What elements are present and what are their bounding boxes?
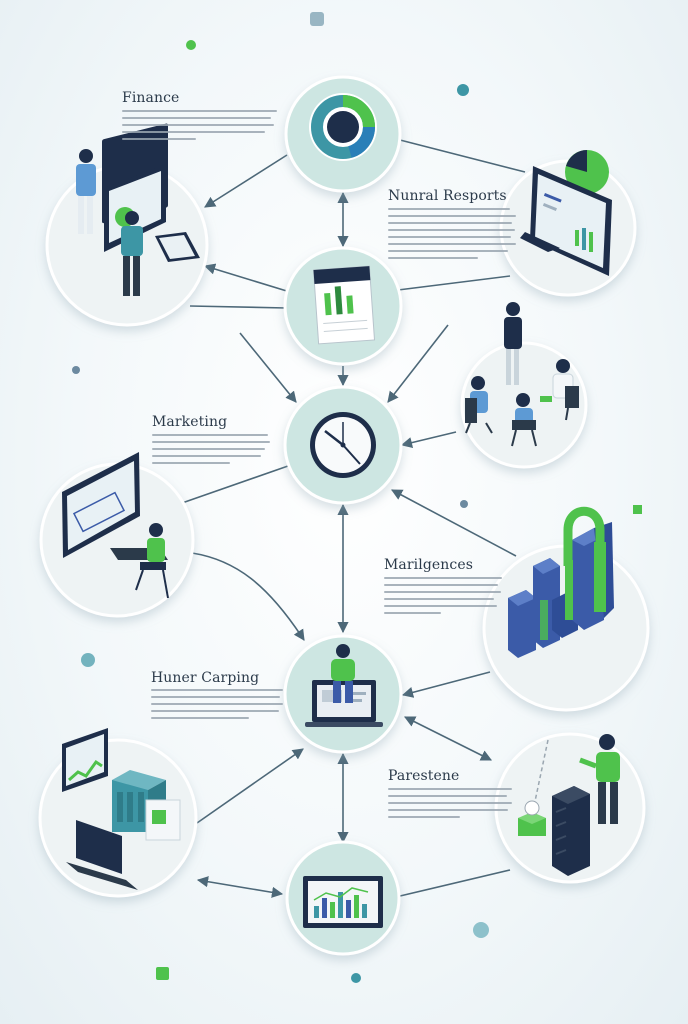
label-marilgences: Marilgences: [384, 557, 474, 573]
background-decor: [72, 12, 642, 983]
meeting-people-icon: [465, 302, 579, 447]
reports-node[interactable]: [499, 150, 637, 297]
huner-carping-description: [151, 689, 283, 724]
label-marketing: Marketing: [152, 414, 228, 430]
clock-icon: [310, 412, 376, 478]
donut-chart-icon: [309, 93, 377, 161]
nunral-resports-description: [388, 208, 516, 264]
bar-chart-3d-icon: [508, 506, 614, 658]
meeting-node[interactable]: [460, 302, 588, 469]
marilgences-description: [384, 577, 502, 619]
marilgences-node[interactable]: [482, 506, 650, 712]
hub-node-calendar[interactable]: [283, 246, 403, 366]
finance-description: [122, 110, 277, 145]
marketing-node[interactable]: [39, 452, 195, 618]
parestene-description: [388, 788, 512, 823]
hub-node-laptop-person[interactable]: [283, 634, 403, 754]
finance-node[interactable]: [45, 123, 209, 327]
hub-node-laptop-chart[interactable]: [285, 840, 401, 956]
monitor-pie-icon: [520, 150, 612, 276]
devices-icon: [62, 728, 181, 890]
huner-node[interactable]: [38, 728, 198, 898]
monitor-team-icon: [76, 123, 200, 296]
label-nunral-resports: Nunral Resports: [388, 188, 507, 204]
label-finance: Finance: [122, 90, 180, 106]
desk-worker-icon: [62, 452, 169, 599]
label-parestene: Parestene: [388, 768, 460, 784]
marketing-description: [152, 434, 270, 469]
label-huner-carping: Huner Carping: [151, 670, 260, 686]
connectors: [181, 139, 526, 898]
hub-node-clock[interactable]: [283, 385, 403, 505]
laptop-person-icon: [305, 644, 383, 727]
hub-node-donut[interactable]: [284, 75, 402, 193]
calendar-chart-icon: [312, 265, 376, 345]
parestene-node[interactable]: [494, 732, 646, 884]
server-person-icon: [518, 734, 620, 876]
laptop-bar-chart-icon: [303, 876, 383, 928]
